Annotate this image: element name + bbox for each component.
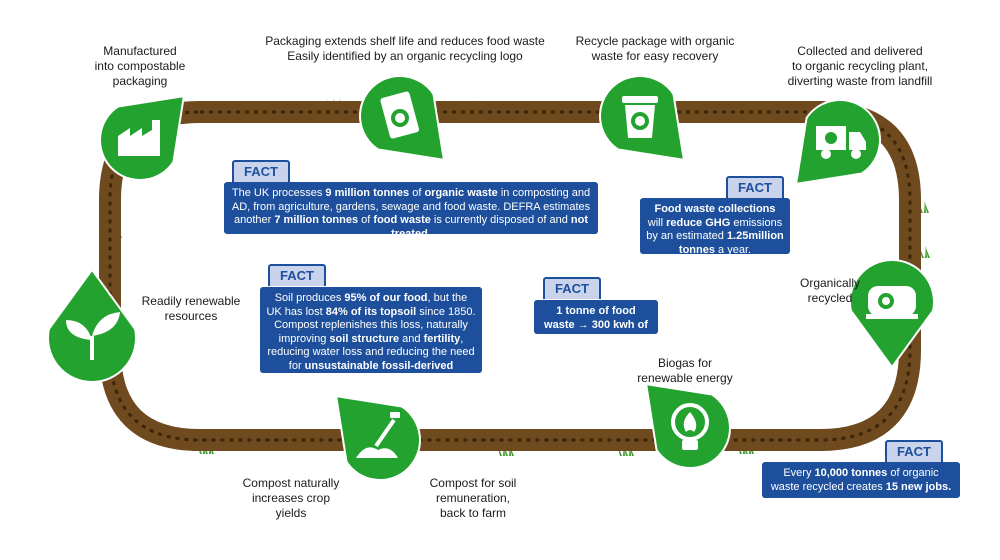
- stage-label-packaging: Packaging extends shelf life and reduces…: [265, 34, 545, 63]
- track-texture: [108, 110, 912, 442]
- fact-tab-uk-processing: FACT: [232, 160, 290, 182]
- food-bag-icon: [380, 91, 419, 139]
- recycling-plant-icon: [866, 286, 918, 319]
- fact-tab-jobs: FACT: [885, 440, 943, 462]
- stage-badge: [849, 259, 935, 369]
- fact-collections: Food waste collections will reduce GHG e…: [640, 198, 790, 256]
- fact-tab-soil: FACT: [268, 264, 326, 286]
- stage-badge: [794, 99, 881, 186]
- compost-shovel-icon: [356, 412, 400, 458]
- stage-badge: [99, 94, 186, 181]
- stage-badge: [359, 75, 446, 162]
- factory-icon: [118, 120, 160, 156]
- collection-truck-icon: [816, 126, 866, 159]
- recycling-bin-icon: [622, 96, 658, 138]
- stage-badge: [47, 268, 137, 383]
- fact-tab-collections: FACT: [726, 176, 784, 198]
- seedling-icon: [66, 312, 120, 360]
- stage-badge: [334, 394, 421, 481]
- biogas-bulb-icon: [671, 403, 709, 450]
- fact-tab-energy: FACT: [543, 277, 601, 299]
- stage-badge: [599, 75, 686, 162]
- fact-soil: Soil produces 95% of our food, but the U…: [260, 287, 482, 385]
- fact-energy: 1 tonne of food waste → 300 kwh of energ…: [534, 300, 658, 344]
- fact-jobs: Every 10,000 tonnes of organic waste rec…: [762, 462, 960, 498]
- stage-badge: [644, 382, 731, 469]
- fact-uk-processing: The UK processes 9 million tonnes of org…: [224, 182, 598, 240]
